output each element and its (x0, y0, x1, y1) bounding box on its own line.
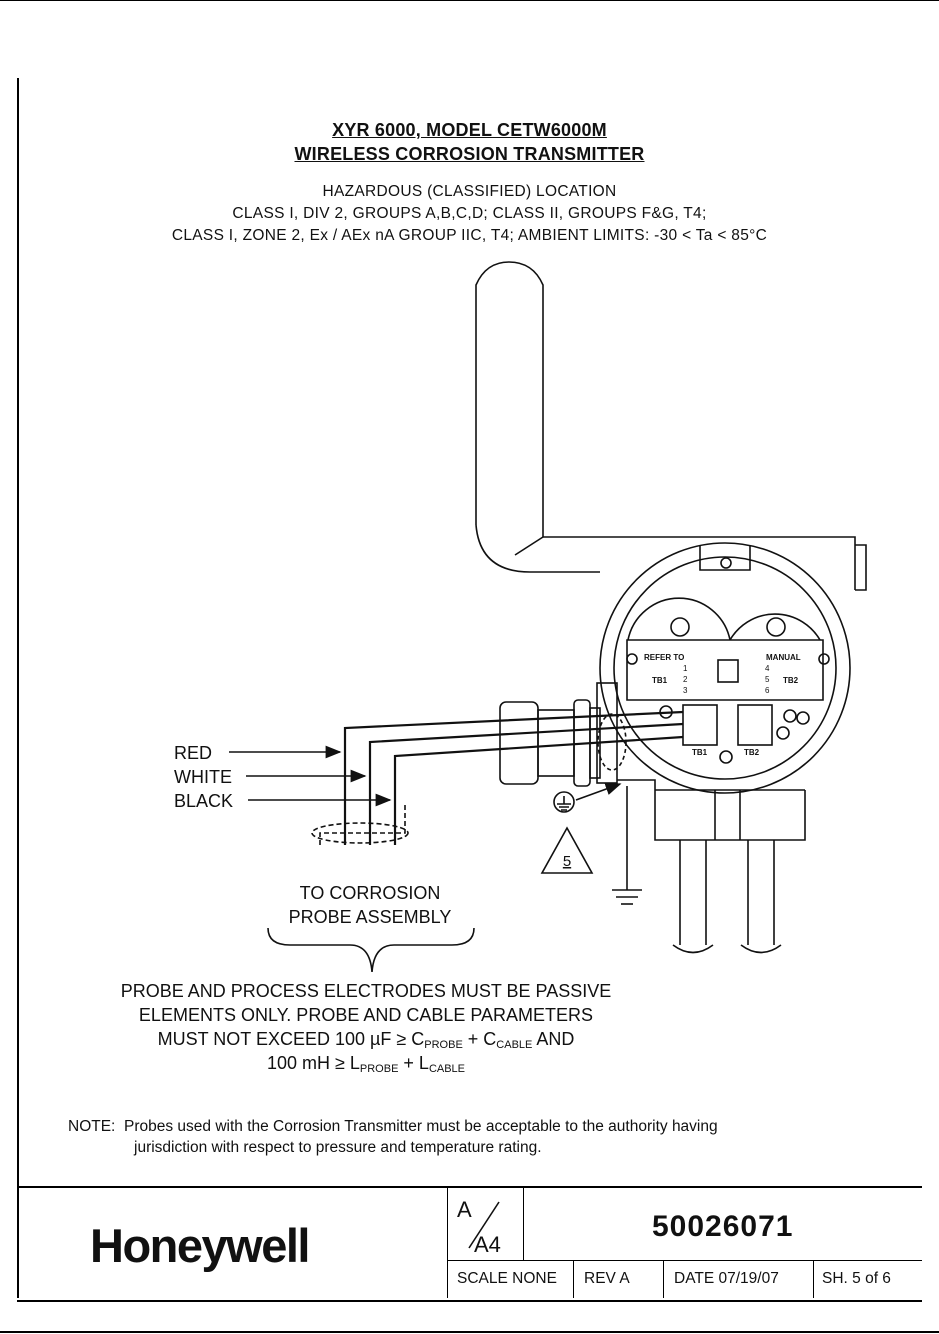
tb1-pin-2: 2 (683, 675, 688, 684)
wires (311, 710, 684, 845)
requirement-line-2: ELEMENTS ONLY. PROBE AND CABLE PARAMETER… (138, 1005, 594, 1025)
requirement-line-3: MUST NOT EXCEED 100 µF ≥ CPROBE + CCABLE… (157, 1029, 575, 1051)
title-line-1: XYR 6000, MODEL CETW6000M (332, 120, 607, 140)
sheet-size-top: A (457, 1197, 472, 1222)
sheet-cell: SH. 5 of 6 (822, 1270, 891, 1287)
probe-brace (267, 927, 475, 973)
probe-label-line-2: PROBE ASSEMBLY (289, 907, 452, 927)
title-block-divider-2 (523, 1186, 524, 1260)
title-block-divider-3 (573, 1260, 574, 1298)
tb2-pin-5: 5 (765, 675, 770, 684)
tb2-label: TB2 (783, 676, 799, 685)
title-block-row-divider (447, 1260, 922, 1261)
tb1-block-label: TB1 (692, 748, 708, 757)
note: NOTE: Probes used with the Corrosion Tra… (68, 1116, 718, 1158)
transmitter-housing (543, 536, 867, 954)
warning-number: 5 (563, 853, 571, 870)
black-label: BLACK (174, 791, 233, 811)
title-block-divider-1 (447, 1186, 448, 1298)
frame-left-border (17, 78, 19, 1298)
tb2-block-label: TB2 (744, 748, 760, 757)
tb1-pin-1: 1 (683, 664, 688, 673)
ground-symbol (553, 782, 642, 905)
bottom-rule (0, 1331, 939, 1333)
note-prefix: NOTE: (68, 1118, 116, 1135)
scale-cell: SCALE NONE (457, 1270, 557, 1287)
sheet-size-bottom: A4 (474, 1232, 501, 1257)
title-block (17, 1186, 922, 1302)
title-block-divider-5 (813, 1260, 814, 1298)
refer-to-label: REFER TO (644, 653, 684, 662)
hazard-line-1: HAZARDOUS (CLASSIFIED) LOCATION (322, 183, 617, 200)
note-line-2: jurisdiction with respect to pressure an… (134, 1139, 542, 1156)
tb1-pin-3: 3 (683, 686, 688, 695)
note-line-1: Probes used with the Corrosion Transmitt… (124, 1118, 718, 1135)
requirement-line-1: PROBE AND PROCESS ELECTRODES MUST BE PAS… (120, 981, 612, 1001)
white-label: WHITE (174, 767, 232, 787)
red-label: RED (174, 743, 212, 763)
tb2-pin-4: 4 (765, 664, 770, 673)
revision-cell: REV A (584, 1270, 630, 1287)
probe-label-line-1: TO CORROSION (300, 883, 441, 903)
title-line-2: WIRELESS CORROSION TRANSMITTER (294, 144, 645, 164)
hazard-line-2: CLASS I, DIV 2, GROUPS A,B,C,D; CLASS II… (232, 205, 707, 222)
manual-label: MANUAL (766, 653, 801, 662)
terminal-compartment (599, 542, 851, 794)
top-rule (0, 0, 939, 1)
hazard-line-3: CLASS I, ZONE 2, Ex / AEx nA GROUP IIC, … (171, 227, 768, 244)
tb2-pin-6: 6 (765, 686, 770, 695)
antenna (475, 261, 544, 573)
title-block-divider-4 (663, 1260, 664, 1298)
tb1-label: TB1 (652, 676, 668, 685)
honeywell-logo: Honeywell (90, 1219, 310, 1272)
warning-triangle (540, 826, 594, 874)
requirement-line-4: 100 mH ≥ LPROBE + LCABLE (266, 1053, 466, 1075)
document-number: 50026071 (652, 1210, 794, 1243)
sheet-size-slash (468, 1201, 500, 1249)
date-cell: DATE 07/19/07 (674, 1270, 779, 1287)
